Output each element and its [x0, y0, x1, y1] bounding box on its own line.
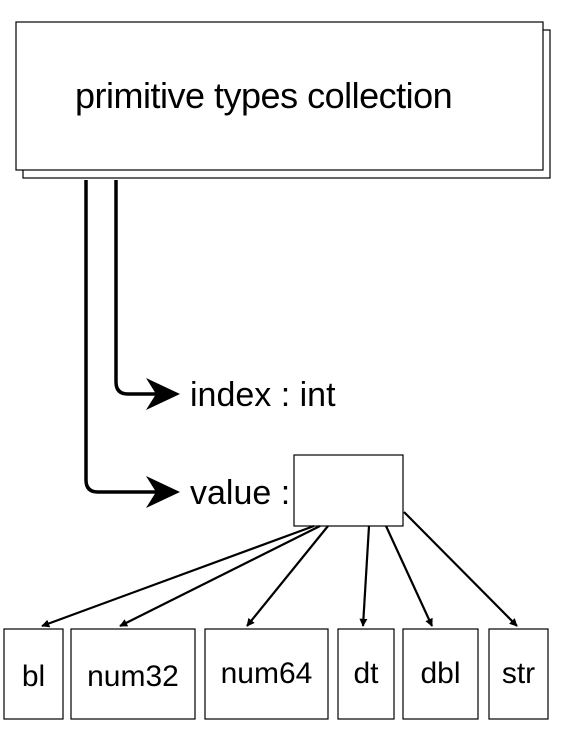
- type-node-str: str: [488, 628, 549, 720]
- type-box-bl: [3, 628, 64, 720]
- type-node-num32: num32: [70, 628, 196, 720]
- type-boxes: bl num32 num64 dt dbl str: [3, 628, 549, 720]
- type-label-str: str: [502, 657, 535, 690]
- type-label-num64: num64: [221, 657, 313, 690]
- collection-node: primitive types collection: [15, 21, 551, 179]
- type-node-dt: dt: [337, 628, 395, 720]
- index-field-label: index : int: [190, 376, 336, 414]
- arrow-to-dt: [359, 525, 371, 627]
- type-box-dbl: [402, 628, 479, 720]
- arrow-to-dbl: [385, 525, 433, 627]
- arrow-to-bl: [41, 524, 315, 628]
- type-box-dt: [337, 628, 395, 720]
- collection-box: [15, 21, 544, 171]
- type-box-num64: [204, 628, 329, 720]
- field-connectors: [84, 180, 180, 508]
- arrow-to-num32: [119, 525, 321, 627]
- type-label-dt: dt: [353, 657, 379, 690]
- value-connector: [84, 180, 176, 494]
- index-arrowhead: [146, 378, 180, 410]
- collection-title: primitive types collection: [75, 75, 452, 116]
- type-label-dbl: dbl: [420, 657, 460, 690]
- type-box-num32: [70, 628, 196, 720]
- type-arrows: [41, 511, 518, 628]
- type-node-num64: num64: [204, 628, 329, 720]
- arrow-to-str: [403, 511, 518, 627]
- value-slot-box: [293, 454, 404, 527]
- type-box-str: [488, 628, 549, 720]
- value-field-label: value :: [190, 474, 290, 512]
- value-arrowhead: [146, 476, 180, 508]
- type-label-bl: bl: [22, 660, 45, 693]
- index-connector: [114, 180, 176, 396]
- arrow-to-num64: [246, 525, 329, 627]
- type-node-dbl: dbl: [402, 628, 479, 720]
- type-node-bl: bl: [3, 628, 64, 720]
- type-label-num32: num32: [87, 660, 179, 693]
